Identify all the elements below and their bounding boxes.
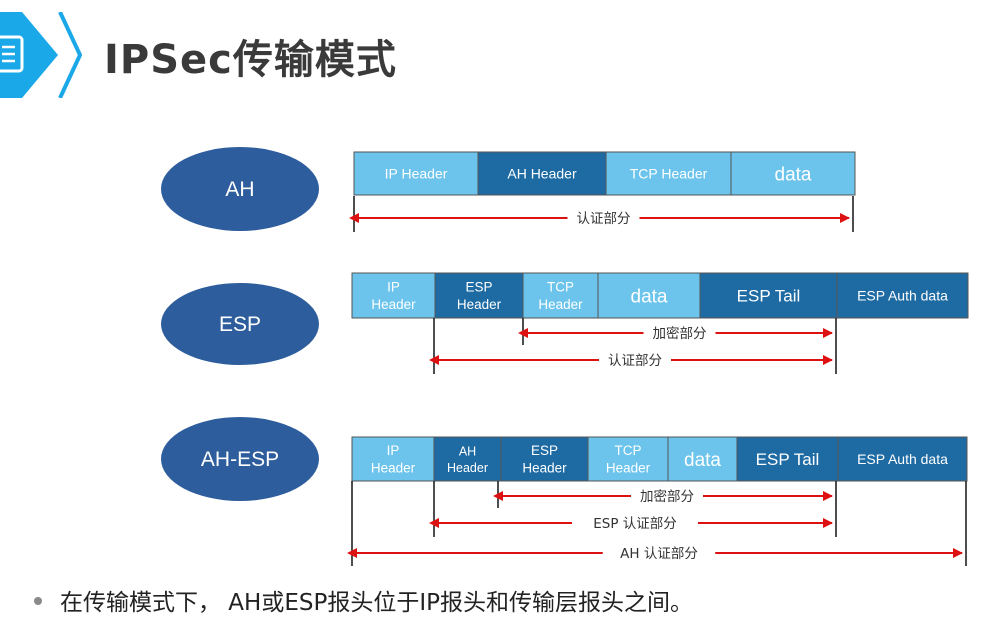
packet-cell-label: ESP Tail — [737, 287, 801, 306]
packet-cell — [351, 272, 436, 319]
packet-cell-label: ESP — [465, 280, 492, 295]
packet-cell-label: ESP Auth data — [857, 288, 948, 304]
packet-cell — [836, 272, 969, 319]
packet-cell — [730, 151, 856, 196]
row-ah: AH IP Header AH Header TCP Header data 认证部分 — [161, 147, 856, 232]
span-label: 加密部分 — [653, 325, 707, 342]
packet-cell-label: Header — [457, 297, 502, 312]
protocol-oval-ah — [161, 147, 319, 231]
packet-cell-label: AH — [459, 444, 476, 458]
packet-cell-label: AH Header — [507, 166, 577, 182]
packet-cell — [351, 436, 435, 482]
protocol-label: ESP — [219, 313, 261, 336]
span-label: ESP 认证部分 — [593, 516, 677, 532]
packet-cell — [477, 151, 607, 196]
row-ah-esp: AH-ESP IP Header AH Header ESP Header TCP Header… — [161, 417, 968, 566]
packet-cell — [699, 272, 838, 319]
protocol-label: AH-ESP — [201, 448, 279, 471]
packet-cell-label: ESP — [531, 443, 558, 458]
packet-cell-label: Header — [522, 461, 567, 476]
protocol-oval-ah-esp — [161, 417, 319, 501]
packet-cell-label: Header — [447, 461, 488, 475]
packet-cell — [434, 272, 524, 319]
span-label: AH 认证部分 — [620, 546, 698, 562]
span-label: 认证部分 — [608, 353, 662, 369]
page-title: IPSec传输模式 — [104, 37, 397, 83]
packet-cell-label: Header — [371, 461, 416, 476]
packet-cell-label: ESP Tail — [756, 450, 820, 469]
protocol-oval-esp — [161, 283, 319, 365]
packet-cell — [667, 436, 738, 482]
packet-cell — [587, 436, 669, 482]
packet-cell-label: data — [684, 450, 721, 471]
packet-cell-label: TCP Header — [630, 166, 708, 182]
packet-cell-label: data — [631, 286, 668, 307]
packet-cell-label: IP Header — [385, 166, 448, 182]
span-label: 认证部分 — [577, 211, 631, 227]
packet-cell-label: IP — [387, 280, 400, 295]
bullet-dot-icon — [34, 596, 42, 605]
packet-cell-label: Header — [606, 461, 651, 476]
packet-cell-label: ESP Auth data — [857, 451, 948, 467]
packet-cell-label: TCP — [615, 443, 642, 458]
packet-cell — [837, 436, 968, 482]
bullet-text: 在传输模式下， AH或ESP报头位于IP报头和传输层报头之间。 — [60, 590, 693, 616]
packet-cell — [597, 272, 701, 319]
bullet-item: 在传输模式下， AH或ESP报头位于IP报头和传输层报头之间。 — [34, 583, 693, 617]
packet-cell — [500, 436, 589, 482]
packet-cell-label: Header — [371, 297, 416, 312]
packet-cell-label: IP — [387, 443, 400, 458]
packet-cell-label: Header — [538, 297, 583, 312]
span-label: 加密部分 — [640, 488, 694, 505]
protocol-label: AH — [225, 178, 254, 201]
chevron-divider-icon — [58, 12, 82, 98]
document-list-icon — [0, 12, 58, 98]
packet-cell-label: data — [775, 164, 812, 185]
packet-cell — [353, 151, 479, 196]
packet-cell-label: TCP — [547, 280, 574, 295]
packet-cell — [433, 436, 502, 482]
